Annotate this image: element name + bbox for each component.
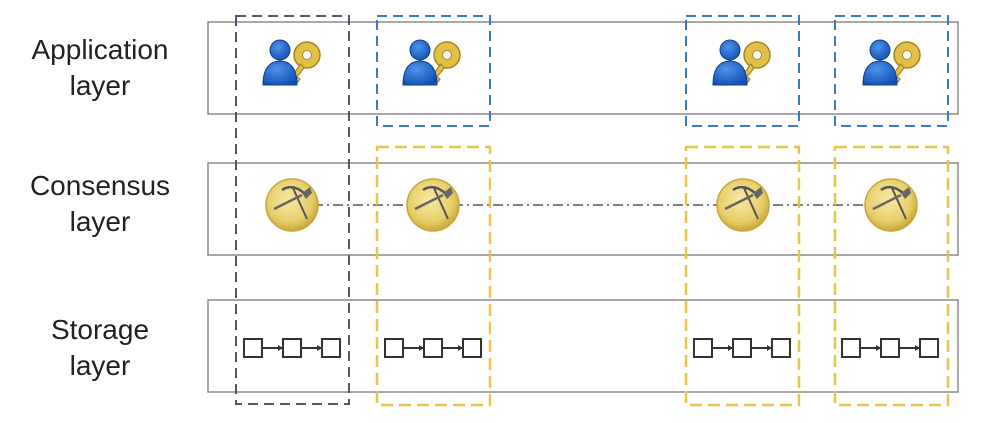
user-key-icon	[402, 39, 461, 86]
user-key-icon	[262, 39, 321, 86]
consensus-layer-label-line2: layer	[69, 206, 131, 237]
node-2-application-outline	[376, 15, 491, 127]
node-3-outline	[684, 145, 801, 407]
node-2-outline	[375, 145, 492, 407]
node-4-outline	[833, 145, 950, 407]
user-key-icon	[862, 39, 921, 86]
blockchain-icon	[693, 338, 791, 358]
blockchain-icon	[841, 338, 939, 358]
storage-layer-box	[207, 299, 959, 393]
miner-pickaxe-icon	[405, 177, 461, 233]
node-1-outline	[235, 15, 350, 405]
storage-layer-label: Storage layer	[0, 312, 200, 384]
miner-pickaxe-icon	[715, 177, 771, 233]
application-layer-label-line1: Application	[31, 34, 169, 65]
consensus-layer-label: Consensus layer	[0, 168, 200, 240]
user-key-icon	[712, 39, 771, 86]
consensus-layer-label-line1: Consensus	[29, 170, 171, 201]
miner-pickaxe-icon	[863, 177, 919, 233]
application-layer-label: Application layer	[0, 32, 200, 104]
application-layer-label-line2: layer	[69, 70, 131, 101]
node-3-application-outline	[685, 15, 800, 127]
consensus-layer-box	[207, 162, 959, 256]
storage-layer-label-line2: layer	[69, 350, 131, 381]
miner-pickaxe-icon	[264, 177, 320, 233]
blockchain-icon	[243, 338, 341, 358]
blockchain-icon	[384, 338, 482, 358]
application-layer-box	[207, 21, 959, 115]
node-4-application-outline	[834, 15, 949, 127]
storage-layer-label-line1: Storage	[50, 314, 150, 345]
